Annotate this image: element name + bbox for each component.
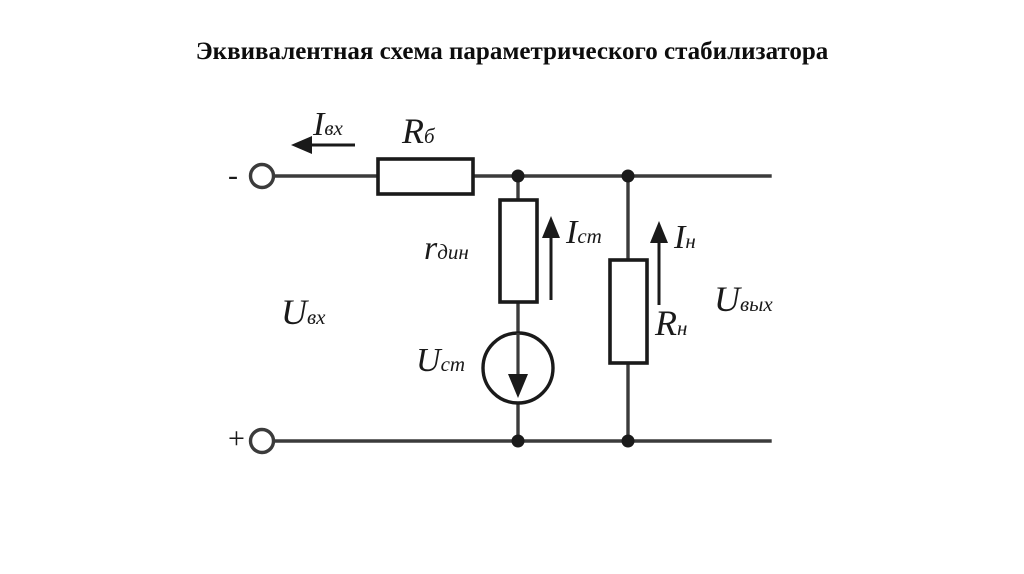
dynamic-resistor-label: rдин xyxy=(424,232,469,266)
load-current-subscript: н xyxy=(685,229,696,253)
ballast-resistor-label: Rб xyxy=(402,113,435,149)
load-resistor-label: Rн xyxy=(655,305,687,341)
load-resistor-subscript: н xyxy=(677,316,688,340)
stabilizer-voltage-label: Uст xyxy=(416,344,465,378)
stabilizer-voltage-symbol: U xyxy=(416,342,441,379)
voltage-source-arrowhead xyxy=(508,374,528,398)
load-current-label: Iн xyxy=(674,221,696,255)
load-current-symbol: I xyxy=(674,219,686,256)
stabilizer-current-subscript: ст xyxy=(577,224,602,248)
junction-dot xyxy=(621,434,635,448)
load-resistor-body xyxy=(608,258,649,365)
junction-dot xyxy=(621,169,635,183)
output-voltage-symbol: U xyxy=(714,279,740,319)
stabilizer-current-symbol: I xyxy=(566,214,578,251)
input-voltage-label: Uвх xyxy=(281,294,325,330)
dynamic-resistor-symbol: r xyxy=(424,230,438,267)
ballast-resistor-symbol: R xyxy=(402,111,424,151)
junction-dot xyxy=(511,434,525,448)
load-resistor-symbol: R xyxy=(655,303,677,343)
ballast-resistor-subscript: б xyxy=(424,124,435,148)
junction-dot xyxy=(511,169,525,183)
terminal-positive[interactable] xyxy=(248,427,276,455)
dynamic-resistor-subscript: дин xyxy=(437,240,469,264)
dynamic-resistor-body xyxy=(498,198,539,304)
terminal-negative-sign: - xyxy=(228,159,238,192)
stabilizer-current-arrow-head xyxy=(542,216,560,238)
terminal-positive-sign: + xyxy=(228,422,245,455)
input-current-subscript: вх xyxy=(324,116,343,140)
output-voltage-label: Uвых xyxy=(714,281,773,317)
load-current-arrow-head xyxy=(650,221,668,243)
input-current-arrow-head xyxy=(291,136,312,154)
input-voltage-symbol: U xyxy=(281,292,307,332)
stabilizer-voltage-subscript: ст xyxy=(440,352,466,376)
ballast-resistor-body xyxy=(376,157,475,196)
stabilizer-current-label: Iст xyxy=(566,216,602,250)
page-title: Эквивалентная схема параметрического ста… xyxy=(195,38,829,65)
input-voltage-subscript: вх xyxy=(307,305,326,329)
input-current-symbol: I xyxy=(313,106,325,143)
output-voltage-subscript: вых xyxy=(740,292,773,316)
terminal-negative[interactable] xyxy=(248,162,276,190)
input-current-label: Iвх xyxy=(313,108,343,142)
